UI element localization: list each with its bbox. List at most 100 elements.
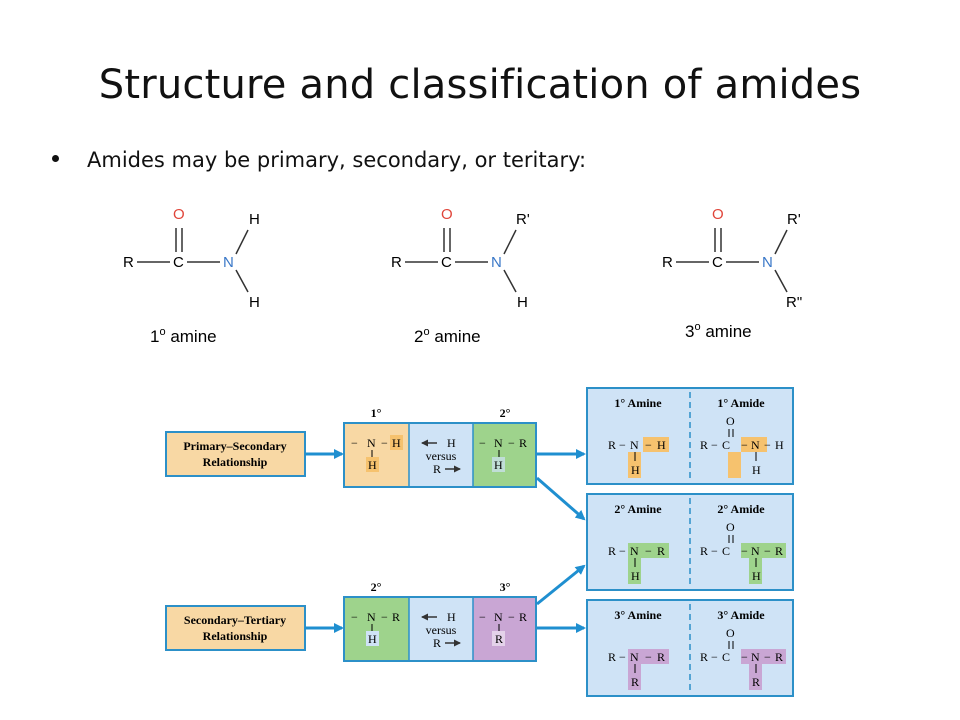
svg-text:R: R	[519, 610, 527, 624]
svg-text:Secondary–Tertiary: Secondary–Tertiary	[184, 613, 286, 627]
svg-text:1° Amide: 1° Amide	[717, 396, 765, 410]
svg-text:H: H	[494, 458, 503, 472]
arrow-icon	[536, 476, 586, 521]
svg-text:H: H	[447, 610, 456, 624]
slide-title: Structure and classification of amides	[98, 62, 862, 108]
svg-text:−: −	[479, 436, 486, 450]
svg-text:R: R	[775, 650, 783, 664]
versus-cell	[409, 424, 473, 486]
head-3: 3°	[500, 580, 511, 594]
svg-text:−: −	[619, 650, 626, 664]
svg-text:R: R	[775, 544, 783, 558]
svg-text:H: H	[392, 436, 401, 450]
svg-text:−: −	[619, 438, 626, 452]
svg-text:−: −	[508, 436, 515, 450]
svg-text:C: C	[722, 650, 730, 664]
svg-text:R: R	[608, 438, 616, 452]
svg-text:H: H	[631, 569, 640, 583]
svg-text:C: C	[722, 544, 730, 558]
label-tertiary-amine: 3o amine	[685, 321, 752, 341]
svg-text:−: −	[479, 610, 486, 624]
svg-text:H: H	[447, 436, 456, 450]
svg-text:C: C	[722, 438, 730, 452]
secondary-amide-structure: R C O N R' H 2o amine	[391, 206, 530, 346]
svg-text:H: H	[368, 632, 377, 646]
svg-text:R: R	[700, 438, 708, 452]
arrow-icon	[536, 564, 586, 606]
svg-text:−: −	[741, 650, 748, 664]
svg-text:H: H	[752, 463, 761, 477]
svg-text:N: N	[494, 436, 503, 450]
atom-r-prime: R'	[516, 211, 530, 228]
atom-r-double-prime: R"	[786, 294, 802, 311]
svg-text:R: R	[519, 436, 527, 450]
svg-text:−: −	[711, 438, 718, 452]
svg-text:R: R	[631, 675, 639, 689]
svg-text:R: R	[433, 462, 441, 476]
svg-text:N: N	[751, 650, 760, 664]
atom-o: O	[712, 206, 724, 223]
svg-text:−: −	[741, 438, 748, 452]
secondary-result-box: 2° Amine 2° Amide R − N − R H R − C O − …	[586, 493, 794, 591]
svg-text:2° Amine: 2° Amine	[614, 502, 662, 516]
secondary-cell	[473, 424, 535, 486]
svg-text:3° Amine: 3° Amine	[614, 608, 662, 622]
head-1: 1°	[371, 406, 382, 420]
atom-n: N	[491, 254, 502, 271]
tertiary-result-box: 3° Amine 3° Amide R − N − R R R − C O − …	[586, 599, 794, 697]
atom-n: N	[762, 254, 773, 271]
atom-n: N	[223, 254, 234, 271]
bullet-text: Amides may be primary, secondary, or ter…	[87, 148, 587, 172]
svg-text:N: N	[630, 544, 639, 558]
svg-text:−: −	[741, 544, 748, 558]
svg-text:Primary–Secondary: Primary–Secondary	[183, 439, 286, 453]
primary-secondary-relationship-box: Primary–Secondary Relationship	[165, 431, 306, 477]
svg-text:R: R	[657, 544, 665, 558]
svg-text:−: −	[645, 438, 652, 452]
svg-text:3° Amide: 3° Amide	[717, 608, 765, 622]
svg-text:R: R	[657, 650, 665, 664]
tertiary-cell	[473, 598, 535, 660]
svg-text:R: R	[608, 650, 616, 664]
primary-cell	[345, 424, 409, 486]
svg-text:O: O	[726, 414, 735, 428]
secondary-cell	[345, 598, 409, 660]
tertiary-amide-structure: R C O N R' R" 3o amine	[662, 206, 802, 341]
svg-text:N: N	[630, 438, 639, 452]
versus-label: versus	[426, 449, 457, 463]
svg-text:N: N	[367, 610, 376, 624]
svg-text:R: R	[433, 636, 441, 650]
svg-text:N: N	[630, 650, 639, 664]
label-secondary-amine: 2o amine	[414, 326, 481, 346]
atom-r-prime: R'	[787, 211, 801, 228]
svg-text:R: R	[392, 610, 400, 624]
label-primary-amine: 1o amine	[150, 326, 217, 346]
atom-r: R	[391, 254, 402, 271]
svg-text:H: H	[775, 438, 784, 452]
atom-o: O	[441, 206, 453, 223]
svg-text:R: R	[495, 632, 503, 646]
svg-text:R: R	[608, 544, 616, 558]
primary-result-box: 1° Amine 1° Amide R − N − H H R − C O − …	[586, 387, 794, 485]
svg-text:H: H	[631, 463, 640, 477]
svg-text:R: R	[700, 650, 708, 664]
svg-text:H: H	[657, 438, 666, 452]
svg-text:−: −	[764, 438, 771, 452]
svg-text:O: O	[726, 626, 735, 640]
svg-text:Relationship: Relationship	[203, 455, 268, 469]
versus-label: versus	[426, 623, 457, 637]
svg-text:−: −	[645, 650, 652, 664]
atom-o: O	[173, 206, 185, 223]
versus-cell	[409, 598, 473, 660]
atom-c: C	[173, 254, 184, 271]
svg-text:−: −	[619, 544, 626, 558]
svg-text:H: H	[752, 569, 761, 583]
head-2: 2°	[371, 580, 382, 594]
svg-text:N: N	[751, 544, 760, 558]
svg-text:R: R	[752, 675, 760, 689]
atom-h: H	[249, 211, 260, 228]
svg-text:−: −	[351, 610, 358, 624]
svg-text:−: −	[711, 650, 718, 664]
bullet-dot-icon	[52, 154, 59, 162]
svg-text:N: N	[494, 610, 503, 624]
